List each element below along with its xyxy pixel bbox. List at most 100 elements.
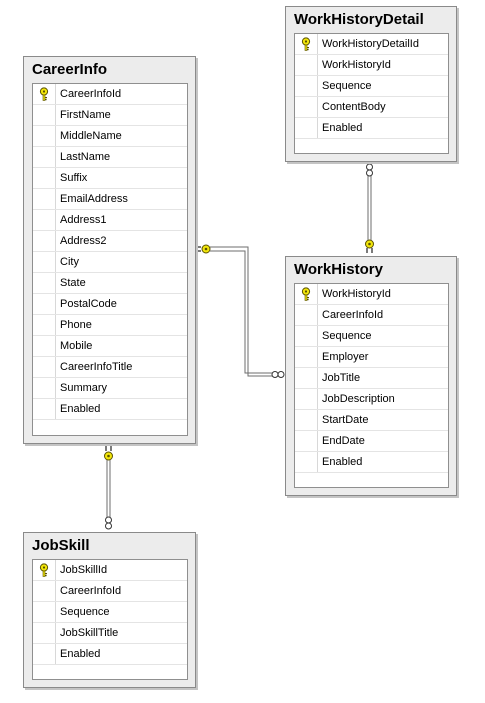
column-row[interactable]: Phone: [33, 315, 187, 336]
table-title: WorkHistory: [294, 261, 383, 278]
column-row[interactable]: Enabled: [295, 118, 448, 139]
column-name: Sequence: [322, 330, 372, 342]
column-row[interactable]: Sequence: [33, 602, 187, 623]
column-row[interactable]: PostalCode: [33, 294, 187, 315]
row-selector[interactable]: [33, 105, 56, 125]
row-selector[interactable]: [33, 273, 56, 293]
row-selector[interactable]: [33, 231, 56, 251]
row-selector[interactable]: [295, 284, 318, 304]
row-selector[interactable]: [33, 294, 56, 314]
row-selector[interactable]: [33, 210, 56, 230]
column-row[interactable]: Summary: [33, 378, 187, 399]
row-selector[interactable]: [33, 84, 56, 104]
primary-key-icon: [39, 563, 49, 577]
row-selector[interactable]: [33, 189, 56, 209]
relationship-careerinfo-jobskill[interactable]: [104, 445, 113, 530]
column-row[interactable]: Enabled: [33, 644, 187, 665]
column-name: CareerInfoId: [322, 309, 384, 321]
column-row[interactable]: JobTitle: [295, 368, 448, 389]
infinity-end-icon: [271, 371, 285, 378]
row-selector[interactable]: [295, 97, 318, 117]
column-row[interactable]: FirstName: [33, 105, 187, 126]
column-name: PostalCode: [60, 298, 117, 310]
row-selector[interactable]: [295, 431, 318, 451]
row-selector[interactable]: [33, 602, 56, 622]
column-name: CareerInfoId: [60, 585, 122, 597]
column-name: WorkHistoryDetailId: [322, 38, 419, 50]
column-row[interactable]: WorkHistoryId: [295, 55, 448, 76]
row-selector[interactable]: [33, 252, 56, 272]
column-name: MiddleName: [60, 130, 122, 142]
column-row[interactable]: Address1: [33, 210, 187, 231]
row-selector[interactable]: [33, 399, 56, 419]
infinity-end-icon: [366, 163, 373, 177]
row-selector[interactable]: [295, 452, 318, 472]
column-row[interactable]: CareerInfoId: [33, 84, 187, 105]
column-row[interactable]: Enabled: [295, 452, 448, 473]
column-name: Enabled: [60, 403, 101, 415]
column-row[interactable]: Suffix: [33, 168, 187, 189]
row-selector[interactable]: [33, 315, 56, 335]
column-row[interactable]: JobSkillId: [33, 560, 187, 581]
row-selector[interactable]: [295, 326, 318, 346]
row-selector[interactable]: [295, 118, 318, 138]
column-row[interactable]: MiddleName: [33, 126, 187, 147]
row-selector[interactable]: [295, 76, 318, 96]
column-row[interactable]: State: [33, 273, 187, 294]
row-selector[interactable]: [33, 336, 56, 356]
row-selector[interactable]: [295, 305, 318, 325]
row-selector[interactable]: [33, 126, 56, 146]
row-selector[interactable]: [33, 378, 56, 398]
column-row[interactable]: EmailAddress: [33, 189, 187, 210]
key-end-icon: [365, 239, 374, 253]
column-row[interactable]: Employer: [295, 347, 448, 368]
column-name: Summary: [60, 382, 108, 394]
row-selector[interactable]: [33, 581, 56, 601]
row-selector[interactable]: [295, 410, 318, 430]
column-name: FirstName: [60, 109, 111, 121]
row-selector[interactable]: [295, 347, 318, 367]
relationship-careerinfo-workhistory[interactable]: [196, 244, 285, 378]
row-selector[interactable]: [295, 368, 318, 388]
column-row[interactable]: Sequence: [295, 76, 448, 97]
column-row[interactable]: JobSkillTitle: [33, 623, 187, 644]
column-row[interactable]: Enabled: [33, 399, 187, 420]
column-name: Sequence: [322, 80, 372, 92]
column-name: CareerInfoId: [60, 88, 122, 100]
row-selector[interactable]: [33, 623, 56, 643]
column-row[interactable]: StartDate: [295, 410, 448, 431]
row-selector[interactable]: [33, 357, 56, 377]
column-row[interactable]: WorkHistoryDetailId: [295, 34, 448, 55]
row-selector[interactable]: [33, 147, 56, 167]
column-name: WorkHistoryId: [322, 59, 391, 71]
column-row[interactable]: EndDate: [295, 431, 448, 452]
column-row[interactable]: LastName: [33, 147, 187, 168]
column-row[interactable]: Sequence: [295, 326, 448, 347]
column-row[interactable]: ContentBody: [295, 97, 448, 118]
row-selector[interactable]: [33, 560, 56, 580]
row-selector[interactable]: [295, 55, 318, 75]
column-name: Address1: [60, 214, 107, 226]
column-row[interactable]: Address2: [33, 231, 187, 252]
row-selector[interactable]: [33, 168, 56, 188]
column-row[interactable]: Mobile: [33, 336, 187, 357]
column-name: Suffix: [60, 172, 88, 184]
column-name: State: [60, 277, 86, 289]
row-selector[interactable]: [295, 389, 318, 409]
column-row[interactable]: WorkHistoryId: [295, 284, 448, 305]
column-row[interactable]: CareerInfoTitle: [33, 357, 187, 378]
table-title: CareerInfo: [32, 61, 108, 78]
column-row[interactable]: CareerInfoId: [33, 581, 187, 602]
column-row[interactable]: City: [33, 252, 187, 273]
row-selector[interactable]: [295, 34, 318, 54]
row-selector[interactable]: [33, 644, 56, 664]
column-row[interactable]: JobDescription: [295, 389, 448, 410]
column-row[interactable]: CareerInfoId: [295, 305, 448, 326]
relationship-workhistory-detail[interactable]: [365, 163, 374, 253]
